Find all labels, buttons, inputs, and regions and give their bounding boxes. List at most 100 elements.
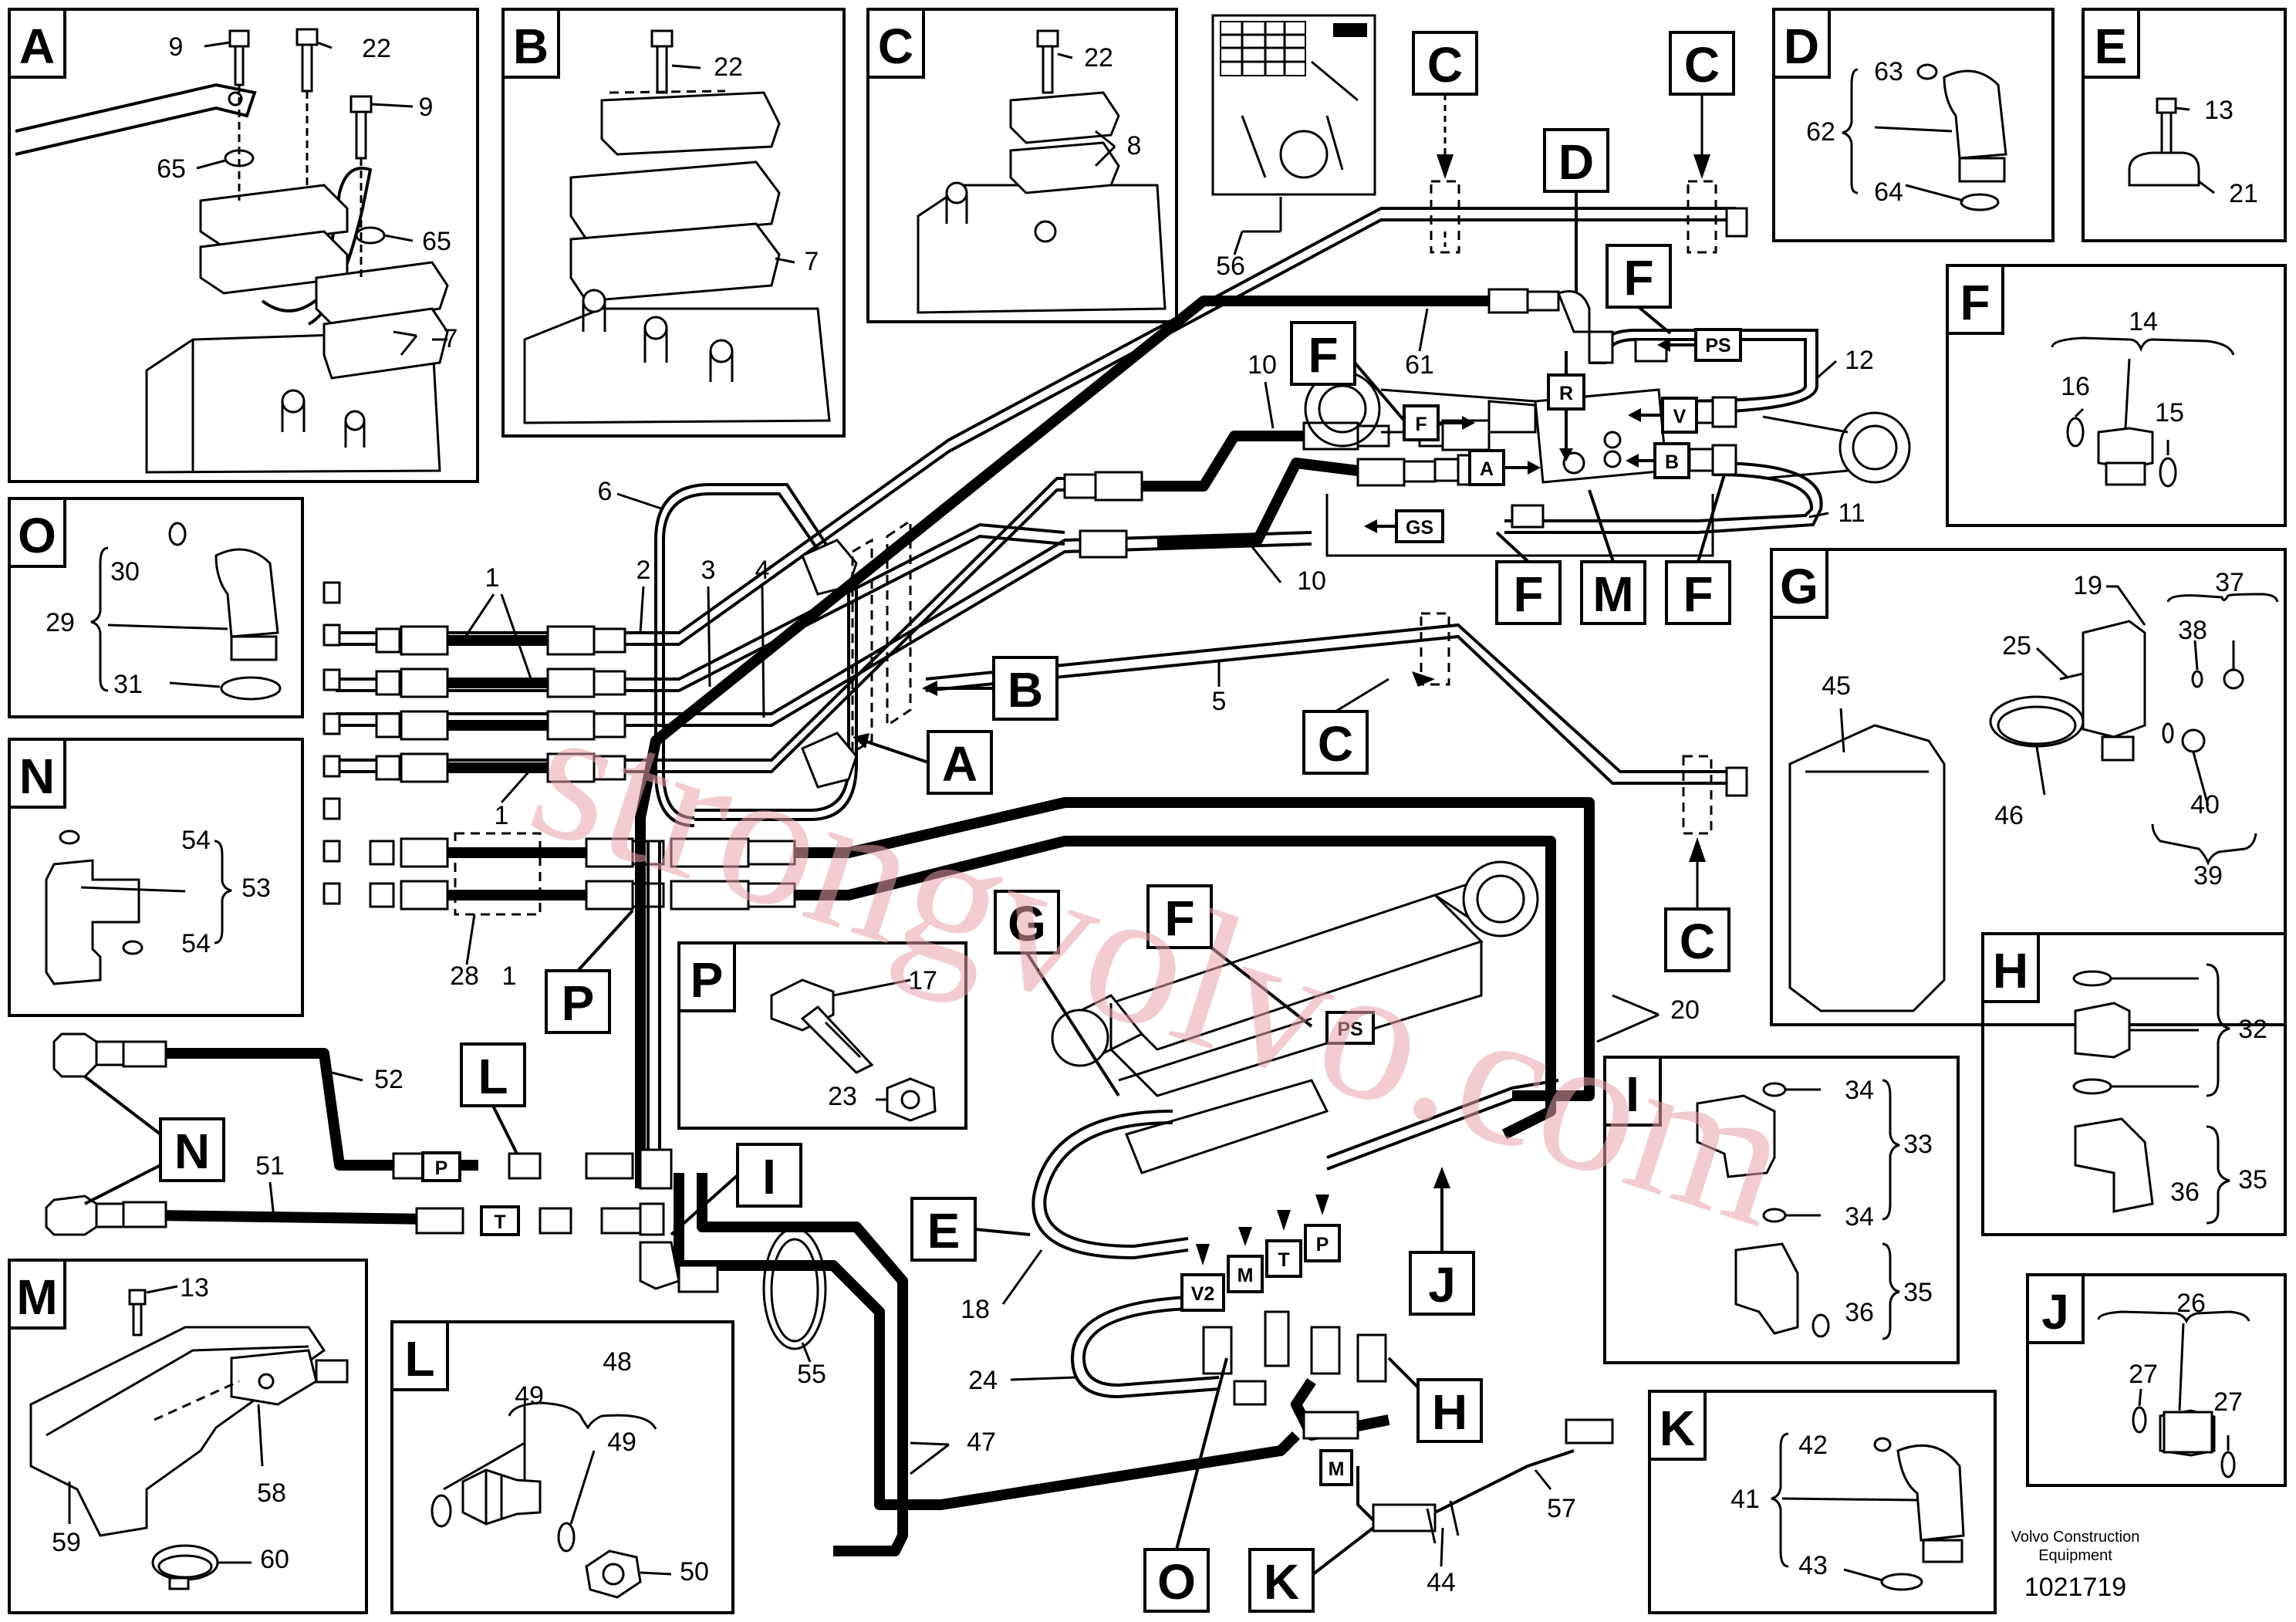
callout-13: 13 — [2204, 96, 2234, 125]
port-PS: PS — [1337, 1019, 1362, 1040]
callout-48: 48 — [603, 1347, 632, 1377]
ref-G: G — [1008, 896, 1046, 951]
callout-42: 42 — [1798, 1431, 1828, 1460]
callout-52: 52 — [374, 1065, 403, 1094]
port-T: T — [494, 1211, 505, 1233]
callout-55: 55 — [797, 1360, 826, 1389]
callout-9: 9 — [169, 32, 184, 62]
callout-62: 62 — [1806, 117, 1835, 147]
callout-11: 11 — [1838, 498, 1865, 528]
callout-16: 16 — [2061, 372, 2090, 401]
detail-M: M 13 58 59 60 — [8, 1259, 368, 1614]
callout-2: 2 — [636, 556, 651, 585]
ref-F: F — [1623, 250, 1653, 306]
callout-9: 9 — [419, 93, 434, 122]
callout-19: 19 — [2073, 571, 2102, 600]
callout-65: 65 — [422, 227, 451, 256]
detail-O-letter: O — [18, 508, 56, 563]
title-block: Volvo Construction Equipment 1021719 — [2011, 1529, 2140, 1602]
callout-29: 29 — [46, 608, 75, 637]
callout-1: 1 — [502, 961, 517, 991]
detail-J-letter: J — [2041, 1284, 2069, 1340]
ref-L: L — [478, 1049, 508, 1104]
callout-36: 36 — [1845, 1298, 1874, 1327]
callout-12: 12 — [1845, 346, 1874, 375]
callout-31: 31 — [113, 670, 143, 699]
callout-47: 47 — [967, 1428, 996, 1457]
callout-35: 35 — [1903, 1278, 1933, 1307]
ref-I: I — [762, 1149, 776, 1205]
callout-1: 1 — [495, 801, 509, 830]
callout-38: 38 — [2178, 616, 2207, 645]
ref-C: C — [1427, 37, 1463, 93]
detail-P-letter: P — [690, 952, 724, 1008]
callout-22: 22 — [714, 52, 743, 82]
detail-F-letter: F — [1960, 275, 1990, 330]
callout-26: 26 — [2176, 1289, 2206, 1318]
port-P: P — [435, 1157, 448, 1179]
callout-57: 57 — [1547, 1494, 1576, 1523]
main-assembly — [45, 207, 1911, 1556]
callout-44: 44 — [1427, 1568, 1456, 1597]
detail-K-letter: K — [1660, 1401, 1695, 1456]
port-A: A — [1480, 458, 1494, 480]
callout-51: 51 — [255, 1151, 285, 1181]
callout-1: 1 — [485, 563, 500, 593]
detail-B: B 22 7 — [501, 8, 846, 438]
callout-17: 17 — [908, 966, 937, 995]
detail-C-letter: C — [878, 19, 913, 74]
ref-C: C — [1318, 716, 1353, 772]
detail-N: N 54 53 54 — [8, 738, 304, 1017]
port-F: F — [1415, 414, 1427, 435]
detail-I: I 34 33 34 35 36 — [1603, 1056, 1960, 1364]
ref-J: J — [1428, 1257, 1456, 1313]
port-B: B — [1665, 451, 1679, 473]
callout-4: 4 — [755, 556, 770, 585]
callout-13: 13 — [180, 1273, 209, 1303]
document-number: 1021719 — [2024, 1573, 2126, 1602]
detail-L-letter: L — [404, 1331, 434, 1387]
callout-54: 54 — [181, 826, 211, 855]
detail-J: J 26 27 27 — [2026, 1273, 2287, 1487]
callout-30: 30 — [110, 557, 140, 586]
port-labels: PS R V F A B GS PS P T V2 M T P M — [421, 328, 1742, 1486]
ref-N: N — [174, 1124, 210, 1179]
callout-49: 49 — [515, 1381, 544, 1411]
ref-F: F — [1513, 566, 1543, 622]
callout-37: 37 — [2215, 568, 2244, 597]
callout-7: 7 — [444, 324, 458, 353]
detail-A: A 9 22 9 65 65 7 — [8, 8, 479, 483]
callout-10: 10 — [1297, 566, 1326, 596]
callout-45: 45 — [1822, 671, 1851, 701]
detail-G-letter: G — [1780, 559, 1818, 614]
callout-63: 63 — [1874, 57, 1903, 86]
callout-7: 7 — [805, 247, 819, 276]
callout-64: 64 — [1874, 177, 1903, 207]
port-V: V — [1673, 406, 1687, 427]
callout-34: 34 — [1845, 1202, 1874, 1232]
ref-F: F — [1308, 327, 1338, 383]
detail-E: E 13 21 — [2082, 8, 2287, 242]
ref-F: F — [1164, 890, 1194, 946]
callout-28: 28 — [450, 961, 479, 991]
callout-14: 14 — [2129, 307, 2158, 336]
callout-39: 39 — [2193, 861, 2223, 890]
reference-letters: C C D F F B A F M — [83, 31, 1748, 1613]
ref-B: B — [1008, 662, 1043, 718]
ref-O: O — [1157, 1554, 1196, 1610]
callout-61: 61 — [1405, 350, 1434, 380]
ref-F: F — [1683, 566, 1713, 622]
port-M: M — [1237, 1265, 1254, 1286]
ref-C: C — [1684, 37, 1720, 93]
callout-43: 43 — [1798, 1551, 1828, 1580]
callout-6: 6 — [598, 477, 613, 506]
ref-E: E — [927, 1203, 961, 1259]
callout-8: 8 — [1127, 131, 1142, 161]
ref-P: P — [562, 975, 595, 1031]
callout-24: 24 — [968, 1366, 998, 1395]
callout-36: 36 — [2170, 1178, 2200, 1207]
detail-N-letter: N — [19, 748, 55, 804]
callout-46: 46 — [1994, 801, 2024, 830]
callout-22: 22 — [362, 34, 391, 63]
